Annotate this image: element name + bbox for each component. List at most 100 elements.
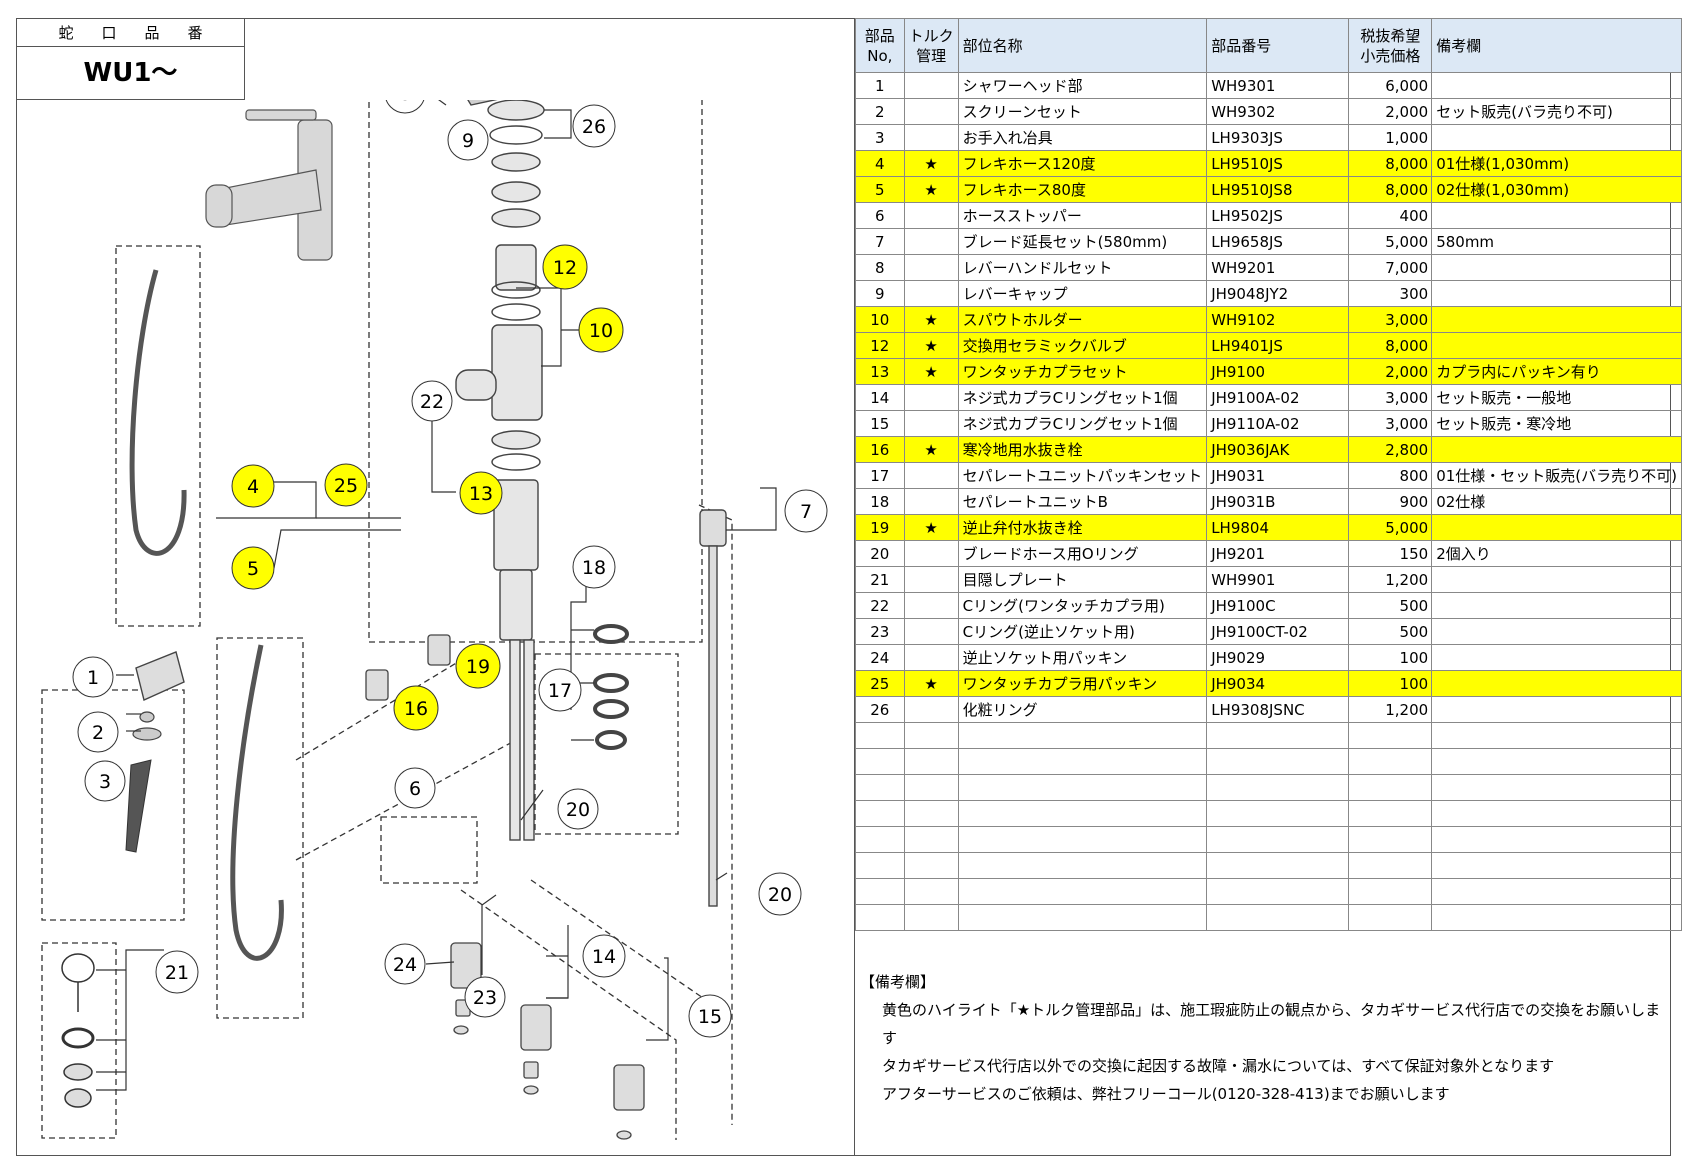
cell-no: 8 (855, 254, 905, 281)
cell-no: 15 (855, 410, 905, 437)
callout-12[interactable]: 12 (542, 244, 588, 290)
cell-code: LH9308JSNC (1206, 696, 1350, 723)
cell-name (957, 722, 1208, 749)
callout-4[interactable]: 4 (231, 464, 275, 508)
svg-text:5: 5 (247, 558, 259, 580)
seal-rings-icon (593, 624, 629, 750)
cell-notes: 02仕様 (1431, 488, 1682, 515)
callout-7: 7 (784, 489, 828, 533)
cell-price: 5,000 (1348, 514, 1433, 541)
cell-code: JH9036JAK (1206, 436, 1350, 463)
cell-price (1348, 826, 1433, 853)
cell-no: 17 (855, 462, 905, 489)
svg-text:18: 18 (582, 557, 606, 579)
cell-price: 800 (1348, 462, 1433, 489)
cell-torque (903, 618, 959, 645)
cell-no: 6 (855, 202, 905, 229)
cell-name: ホースストッパー (957, 202, 1208, 229)
cell-name: ブレードホース用Oリング (957, 540, 1208, 567)
cell-no: 23 (855, 618, 905, 645)
cell-torque (903, 98, 959, 125)
cell-price: 5,000 (1348, 228, 1433, 255)
table-row-empty (855, 774, 1682, 801)
cartridge-stack-icon (455, 100, 545, 841)
cell-notes: カプラ内にパッキン有り (1431, 358, 1682, 385)
cell-no: 14 (855, 384, 905, 411)
cell-price (1348, 748, 1433, 775)
cell-name: Cリング(逆止ソケット用) (957, 618, 1208, 645)
cell-torque: ★ (903, 176, 959, 203)
cell-price: 3,000 (1348, 410, 1433, 437)
cell-no: 4 (855, 150, 905, 177)
cell-notes (1431, 722, 1682, 749)
svg-text:8: 8 (399, 100, 411, 105)
cell-torque (903, 644, 959, 671)
cell-price: 6,000 (1348, 72, 1433, 99)
hose-stopper-box (380, 816, 478, 884)
cell-name (957, 852, 1208, 879)
svg-text:19: 19 (466, 656, 490, 678)
cell-code: WH9301 (1206, 72, 1350, 99)
cell-code (1206, 722, 1350, 749)
cleaning-tool-icon (125, 759, 152, 853)
remarks-line: 黄色のハイライト「★トルク管理部品」は、施工瑕疵防止の観点から、タカギサービス代… (882, 1001, 1661, 1047)
svg-text:12: 12 (553, 257, 577, 279)
callout-16[interactable]: 16 (393, 685, 439, 731)
cell-torque (903, 462, 959, 489)
cell-name (957, 878, 1208, 905)
callout-22: 22 (411, 380, 453, 422)
cell-name: レバーキャップ (957, 280, 1208, 307)
coupler-icon (450, 942, 645, 1140)
table-row-empty (855, 904, 1682, 931)
callout-19[interactable]: 19 (455, 643, 501, 689)
cell-price: 1,200 (1348, 696, 1433, 723)
cell-name: セパレートユニットパッキンセット (957, 462, 1208, 489)
svg-text:26: 26 (582, 116, 606, 138)
cell-code (1206, 774, 1350, 801)
cell-name: 逆止弁付水抜き栓 (957, 514, 1208, 541)
cell-name: 交換用セラミックバルブ (957, 332, 1208, 359)
remarks-section: 【備考欄】 黄色のハイライト「★トルク管理部品」は、施工瑕疵防止の観点から、タカ… (856, 968, 1668, 1108)
cell-code: LH9804 (1206, 514, 1350, 541)
cell-code: LH9303JS (1206, 124, 1350, 151)
callout-21: 21 (155, 950, 199, 994)
table-row-empty (855, 722, 1682, 749)
cell-name: 寒冷地用水抜き栓 (957, 436, 1208, 463)
svg-text:14: 14 (592, 946, 616, 968)
cell-price: 1,000 (1348, 124, 1433, 151)
cell-no: 24 (855, 644, 905, 671)
cell-no: 20 (855, 540, 905, 567)
callout-24: 24 (384, 943, 426, 985)
callout-5[interactable]: 5 (231, 546, 275, 590)
cell-name: Cリング(ワンタッチカプラ用) (957, 592, 1208, 619)
cell-price: 100 (1348, 670, 1433, 697)
cell-name: 目隠しプレート (957, 566, 1208, 593)
callout-13[interactable]: 13 (459, 471, 503, 515)
svg-text:4: 4 (247, 476, 259, 498)
cell-torque: ★ (903, 436, 959, 463)
svg-text:1: 1 (87, 667, 99, 689)
separate-unit-box (534, 653, 679, 835)
cell-price (1348, 852, 1433, 879)
cell-name: 化粧リング (957, 696, 1208, 723)
cell-no: 5 (855, 176, 905, 203)
table-row-empty (855, 852, 1682, 879)
cell-name (957, 826, 1208, 853)
cell-price (1348, 774, 1433, 801)
remarks-line: タカギサービス代行店以外での交換に起因する故障・漏水については、すべて保証対象外… (882, 1057, 1555, 1075)
cell-name: ネジ式カプラCリングセット1個 (957, 384, 1208, 411)
cell-notes (1431, 644, 1682, 671)
table-row-empty (855, 800, 1682, 827)
cell-no: 26 (855, 696, 905, 723)
cell-notes (1431, 124, 1682, 151)
cell-torque: ★ (903, 514, 959, 541)
cell-notes (1431, 670, 1682, 697)
cell-notes: セット販売・一般地 (1431, 384, 1682, 411)
callout-25[interactable]: 25 (324, 463, 368, 507)
callout-10[interactable]: 10 (578, 307, 624, 353)
